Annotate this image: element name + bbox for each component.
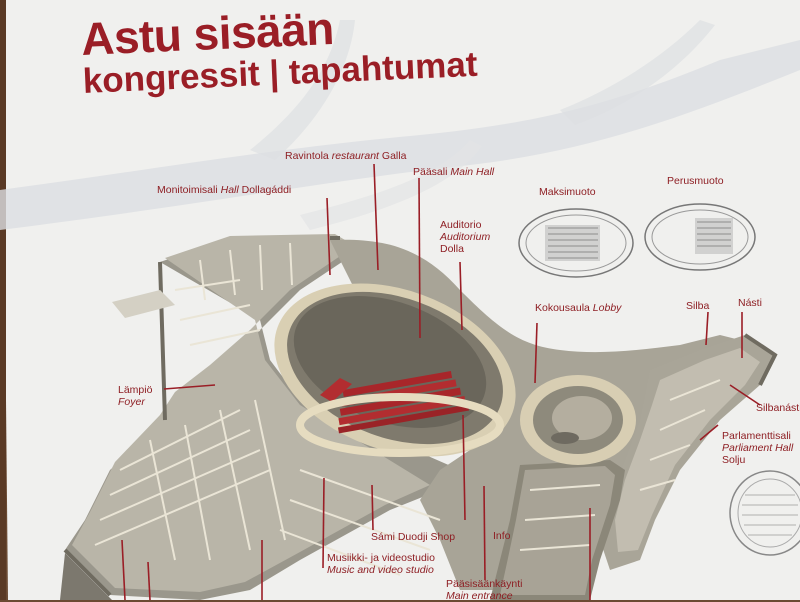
label-musiikki: Musiikki- ja videostudio Music and video… <box>327 552 435 576</box>
label-lampio: Lämpiö Foyer <box>118 384 153 408</box>
background-antler-branch-2 <box>560 20 715 125</box>
bottom-tail-top <box>500 466 615 595</box>
building-cutaway <box>60 234 778 600</box>
subtitle-left: kongressit <box>82 54 261 101</box>
background-antler-branch-3 <box>300 140 482 230</box>
label-silba: Silba <box>686 300 710 312</box>
label-parlamenttisali: Parlamenttisali Parliament Hall Solju <box>722 430 794 466</box>
terrace <box>112 290 175 318</box>
label-silbanasti: Silbanásti <box>756 402 800 414</box>
main-hall-stage <box>320 378 352 402</box>
label-ravintola: Ravintola restaurant Galla <box>285 150 407 162</box>
label-auditorio: Auditorio Auditorium Dolla <box>440 219 491 255</box>
label-kokousaula: Kokousaula Lobby <box>535 302 622 314</box>
main-hall-front-wall <box>296 393 504 457</box>
background-antler-branch <box>250 20 355 160</box>
left-wing-top <box>72 234 430 592</box>
seating-diagram-maksimuoto <box>518 208 634 278</box>
seating-diagram-perusmuoto <box>644 203 756 271</box>
label-nasti: Násti <box>738 297 762 309</box>
label-monitoimisali: Monitoimisali Hall Dollagáddi <box>157 184 292 196</box>
leader-lines <box>121 163 761 600</box>
right-wing-floor <box>615 348 760 552</box>
auditorium-seats <box>552 396 612 440</box>
label-perusmuoto: Perusmuoto <box>667 175 724 187</box>
subtitle-right: tapahtumat <box>288 44 479 92</box>
outer-wall <box>63 236 778 597</box>
subtitle-separator: | <box>268 53 281 93</box>
label-sami-shop: Sámi Duodji Shop <box>371 531 456 543</box>
label-info: Info <box>493 530 511 542</box>
auditorium-stage <box>551 432 579 444</box>
board-left-edge <box>0 0 6 600</box>
label-maksimuoto: Maksimuoto <box>539 186 596 198</box>
plan-shadow <box>60 553 112 600</box>
background-antler-graphic <box>0 40 800 230</box>
label-paasisaankaynti: Pääsisäänkäynti Main entrance <box>446 578 523 602</box>
seating-diagram-parliament <box>729 470 800 556</box>
label-paasali: Pääsali Main Hall <box>413 166 495 178</box>
